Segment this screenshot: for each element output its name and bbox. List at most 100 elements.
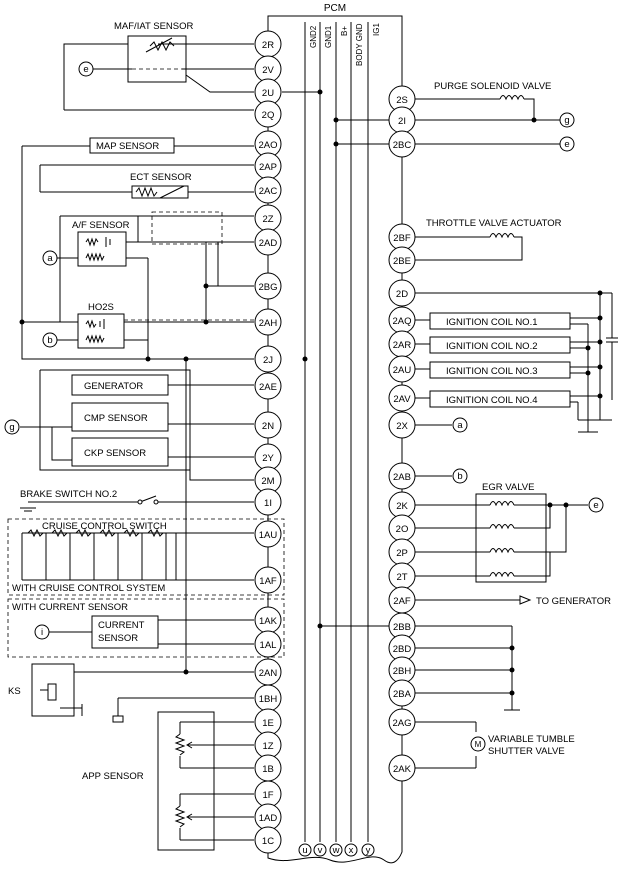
right-pins: 2S 2I 2BC 2BF 2BE 2D 2AQ 2AR 2AU 2AV 2X … (388, 85, 416, 782)
pin-2o: 2O (396, 524, 409, 535)
pcm-bottom-pins: u v w x y (298, 843, 375, 857)
pin-1ak: 1AK (259, 616, 278, 627)
connector-b-right: b (457, 471, 462, 482)
header-b-plus: B+ (340, 26, 349, 36)
pin-1e: 1E (262, 718, 274, 729)
pcm-body: PCM (267, 3, 403, 864)
pin-2ad: 2AD (259, 238, 278, 249)
pin-2k: 2K (396, 501, 408, 512)
label-to-generator: TO GENERATOR (536, 596, 611, 607)
label-map-sensor: MAP SENSOR (96, 141, 159, 152)
header-ig1: IG1 (372, 23, 381, 36)
connector-markers: e a b g i g e a b e (4, 61, 604, 640)
pin-2ar: 2AR (393, 340, 412, 351)
label-brake-switch: BRAKE SWITCH NO.2 (20, 489, 117, 500)
left-wiring (7, 35, 320, 851)
pin-2bc: 2BC (393, 140, 412, 151)
label-generator: GENERATOR (84, 381, 143, 392)
pin-2ae: 2AE (259, 382, 277, 393)
pin-2be: 2BE (393, 256, 411, 267)
component-labels: MAF/IAT SENSOR MAP SENSOR ECT SENSOR A/F… (8, 21, 611, 782)
label-current-2: SENSOR (98, 633, 138, 644)
bottom-pin-u: u (302, 845, 307, 856)
label-maf-iat: MAF/IAT SENSOR (114, 21, 193, 32)
label-ks: KS (8, 686, 21, 697)
pin-1au: 1AU (259, 530, 278, 541)
pin-1af: 1AF (259, 576, 277, 587)
label-ckp-sensor: CKP SENSOR (84, 448, 146, 459)
label-purge-valve: PURGE SOLENOID VALVE (434, 81, 551, 92)
pin-2q: 2Q (262, 110, 275, 121)
connector-b-left: b (47, 335, 52, 346)
label-cruise-group: WITH CRUISE CONTROL SYSTEM (12, 583, 165, 594)
pin-1c: 1C (262, 836, 274, 847)
pin-2s: 2S (396, 95, 408, 106)
pin-2bh: 2BH (393, 666, 412, 677)
pin-2an: 2AN (259, 668, 278, 679)
pin-2i: 2I (398, 116, 406, 127)
connector-g-right: g (564, 115, 569, 126)
label-throttle-actuator: THROTTLE VALVE ACTUATOR (426, 218, 562, 229)
right-wiring: M (320, 95, 618, 769)
label-coil-2: IGNITION COIL NO.2 (446, 341, 538, 352)
label-ect-sensor: ECT SENSOR (130, 172, 192, 183)
pin-2x: 2X (396, 421, 408, 432)
connector-e-right: e (564, 139, 569, 150)
pin-2ag: 2AG (392, 718, 411, 729)
pin-2ao: 2AO (258, 140, 277, 151)
svg-text:M: M (475, 740, 482, 749)
connector-a-right: a (457, 420, 463, 431)
pin-1b: 1B (262, 764, 274, 775)
pin-2r: 2R (262, 40, 274, 51)
pin-2m: 2M (261, 476, 274, 487)
label-current-group: WITH CURRENT SENSOR (12, 602, 128, 613)
pin-1bh: 1BH (259, 694, 278, 705)
pin-2bg: 2BG (258, 282, 277, 293)
label-coil-4: IGNITION COIL NO.4 (446, 395, 538, 406)
pin-2v: 2V (262, 65, 274, 76)
label-egr-valve: EGR VALVE (482, 482, 534, 493)
pin-2ba: 2BA (393, 689, 412, 700)
connector-g-left: g (9, 422, 14, 433)
pin-2au: 2AU (393, 365, 412, 376)
pin-2bb: 2BB (393, 622, 411, 633)
pin-2ah: 2AH (259, 318, 278, 329)
pin-2j: 2J (263, 355, 273, 366)
pin-2p: 2P (396, 548, 408, 559)
pin-2ap: 2AP (259, 162, 277, 173)
label-tumble-1: VARIABLE TUMBLE (488, 734, 575, 745)
bottom-pin-w: w (332, 845, 340, 856)
left-pins: 2R 2V 2U 2Q 2AO 2AP 2AC 2Z 2AD 2BG 2AH 2… (254, 30, 282, 854)
pin-2bf: 2BF (393, 233, 411, 244)
pin-1ad: 1AD (259, 813, 278, 824)
pin-2ak: 2AK (393, 764, 412, 775)
pin-1z: 1Z (262, 741, 273, 752)
connector-i-left: i (41, 627, 43, 638)
label-app-sensor: APP SENSOR (82, 771, 144, 782)
bottom-pin-x: x (349, 845, 354, 856)
pin-1i: 1I (264, 498, 272, 509)
pin-1f: 1F (262, 790, 273, 801)
pin-2n: 2N (262, 421, 274, 432)
label-tumble-2: SHUTTER VALVE (488, 746, 565, 757)
pin-2z: 2Z (262, 214, 273, 225)
pin-2t: 2T (396, 572, 407, 583)
pin-2u: 2U (262, 88, 274, 99)
label-coil-1: IGNITION COIL NO.1 (446, 317, 538, 328)
connector-e-left: e (83, 64, 88, 75)
pin-2d: 2D (396, 289, 408, 300)
pin-2ac: 2AC (259, 186, 278, 197)
pin-2av: 2AV (393, 394, 411, 405)
header-gnd1: GND1 (324, 25, 333, 48)
pcm-internal-rails (304, 22, 369, 842)
label-ho2s: HO2S (88, 302, 114, 313)
bottom-pin-v: v (318, 845, 323, 856)
label-current-1: CURRENT (98, 620, 145, 631)
pin-1al: 1AL (260, 640, 277, 651)
bottom-pin-y: y (366, 845, 371, 856)
pcm-title: PCM (324, 3, 346, 14)
label-coil-3: IGNITION COIL NO.3 (446, 366, 538, 377)
label-cmp-sensor: CMP SENSOR (84, 413, 148, 424)
label-cruise-switch: CRUISE CONTROL SWITCH (42, 521, 167, 532)
